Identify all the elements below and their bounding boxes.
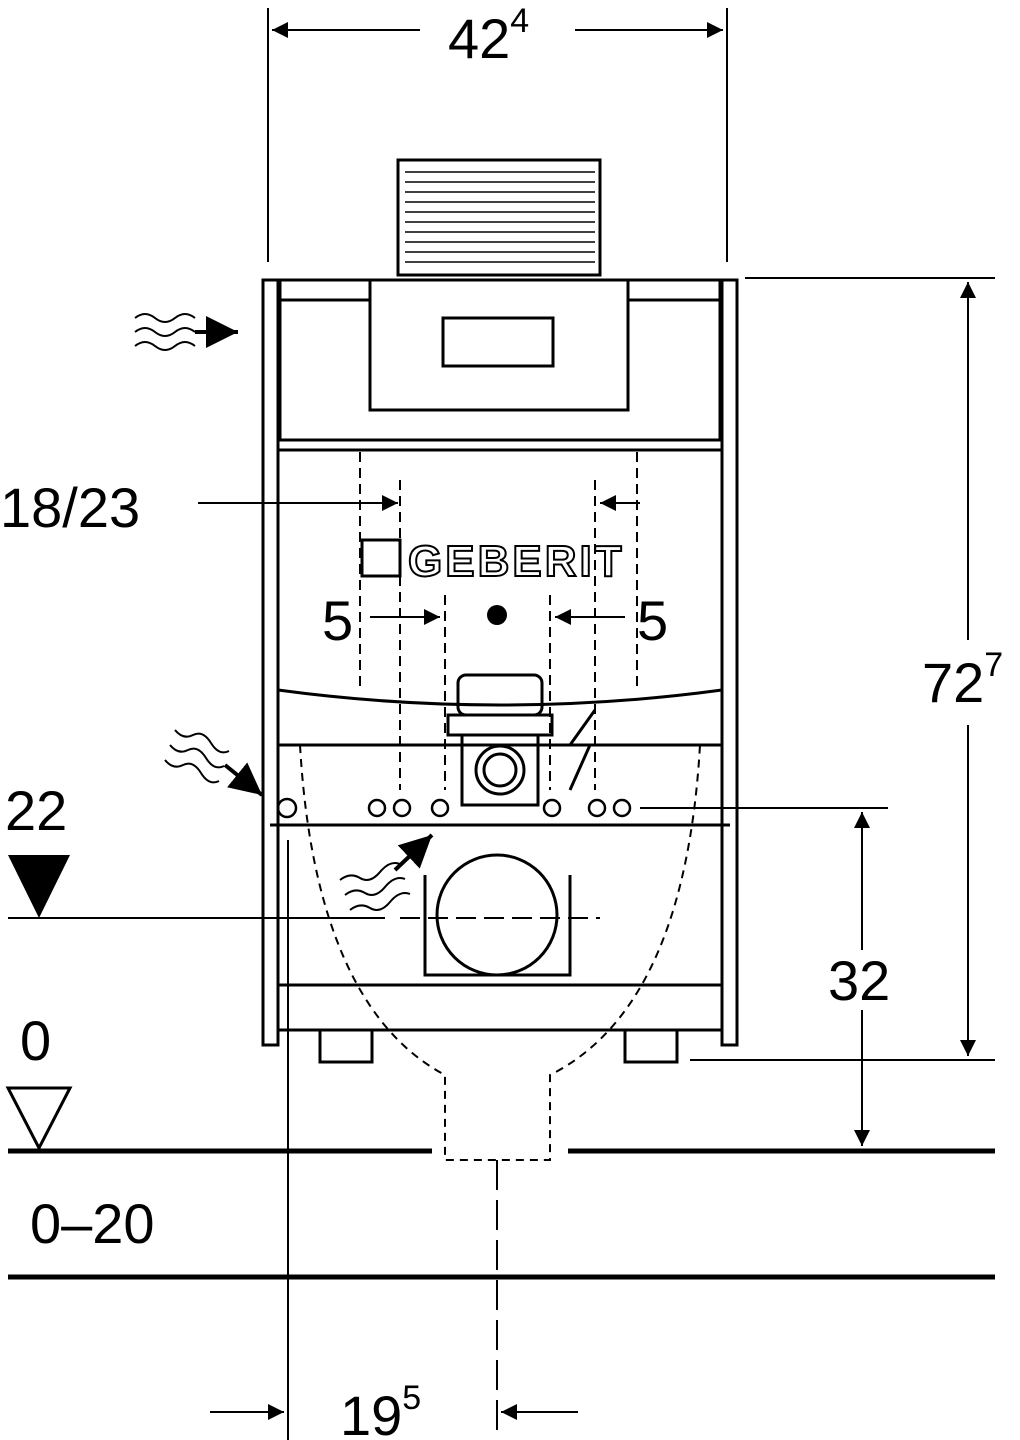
label-top-width: 424 <box>448 2 529 70</box>
cistern <box>278 278 722 442</box>
label-floor-range: 0–20 <box>30 1192 155 1255</box>
brand-text: GEBERIT <box>408 537 625 586</box>
flush-window-inner <box>441 316 555 368</box>
right-post <box>720 278 739 1047</box>
label-bottom-width: 195 <box>340 1379 421 1440</box>
floor-lines <box>8 1148 995 1280</box>
water-inlet-icon-lower <box>164 729 264 797</box>
water-inlet-icon <box>134 313 238 351</box>
frame <box>261 158 739 1064</box>
toilet-outline <box>299 744 701 1161</box>
water-inlet-icon-center <box>339 833 434 911</box>
left-foot <box>318 1028 374 1064</box>
label-level-22: 22 <box>5 779 67 842</box>
dimension-lines <box>8 8 995 1440</box>
label-offset-left: 5 <box>322 589 353 652</box>
frame-panel <box>277 688 723 707</box>
actuator-ribs <box>405 171 595 263</box>
drain-bend <box>423 853 572 977</box>
label-height: 727 <box>922 646 1003 714</box>
supply-connector <box>446 673 554 807</box>
flush-window <box>368 278 630 412</box>
center-marker <box>487 605 507 625</box>
label-bolt-spacing: 18/23 <box>0 476 140 539</box>
bottom-rail <box>276 983 724 1032</box>
mounting-holes <box>276 797 632 819</box>
left-post <box>261 278 280 1047</box>
brand-logo: GEBERIT <box>360 536 625 587</box>
label-level-0: 0 <box>20 1009 51 1072</box>
electric-symbol-icon <box>567 709 597 791</box>
label-offset-right: 5 <box>637 589 668 652</box>
right-foot <box>623 1028 679 1064</box>
level-marker-0 <box>5 1086 73 1152</box>
label-outlet-height: 32 <box>828 949 890 1012</box>
level-marker-22 <box>8 855 70 918</box>
actuator-plate-top <box>396 158 602 277</box>
